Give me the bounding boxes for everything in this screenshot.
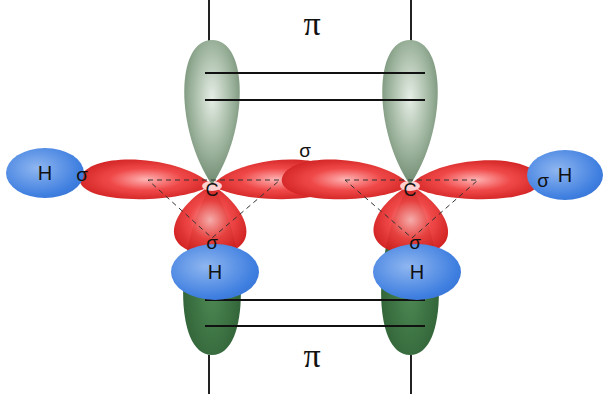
- hydrogen-orbital: H: [171, 244, 259, 300]
- hydrogen-orbital: H: [6, 148, 84, 198]
- pi-bond-label: π: [303, 7, 320, 41]
- sigma-bond-label: σ: [537, 171, 549, 190]
- carbon-label: C: [206, 181, 219, 199]
- sigma-bond-label: σ: [76, 165, 88, 184]
- atom-label: H: [38, 162, 52, 185]
- sigma-bond-label: σ: [206, 233, 218, 252]
- pi-bond-label: π: [303, 339, 320, 373]
- atom-label: H: [410, 261, 424, 284]
- sigma-bond-label: σ: [299, 141, 311, 160]
- carbon-label: C: [404, 181, 417, 199]
- sigma-bond-label: σ: [409, 233, 421, 252]
- hydrogen-orbital: H: [373, 244, 461, 300]
- atom-label: H: [208, 261, 222, 284]
- atom-label: H: [558, 164, 572, 187]
